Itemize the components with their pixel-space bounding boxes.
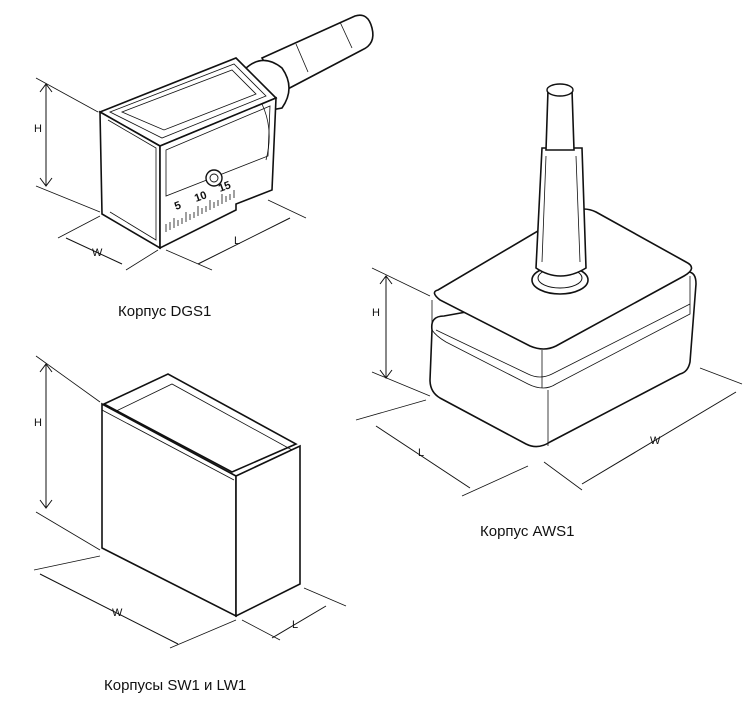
sw1-lw1-enclosure: H W L [33, 355, 347, 649]
aws1-enclosure: H L W [355, 83, 743, 497]
dgs1-h-label: H [34, 123, 42, 135]
aws1-caption: Корпус AWS1 [480, 523, 575, 540]
sw1-h-label: H [34, 417, 42, 429]
dgs1-caption: Корпус DGS1 [118, 303, 211, 320]
aws1-l-label: L [418, 447, 424, 459]
dial-tick-15: 15 [217, 179, 233, 194]
aws1-h-label: H [372, 307, 380, 319]
dgs1-l-label: L [234, 235, 240, 247]
dgs1-w-label: W [92, 247, 103, 259]
dial-scale [165, 190, 235, 232]
sw1-l-label: L [292, 619, 298, 631]
sw1-lw1-caption: Корпусы SW1 и LW1 [104, 677, 246, 694]
dial-tick-5: 5 [173, 199, 183, 212]
dial-tick-10: 10 [193, 189, 209, 204]
aws1-w-label: W [650, 435, 661, 447]
sw1-w-label: W [112, 607, 123, 619]
dgs1-enclosure: 5 10 15 H W L [34, 14, 374, 271]
